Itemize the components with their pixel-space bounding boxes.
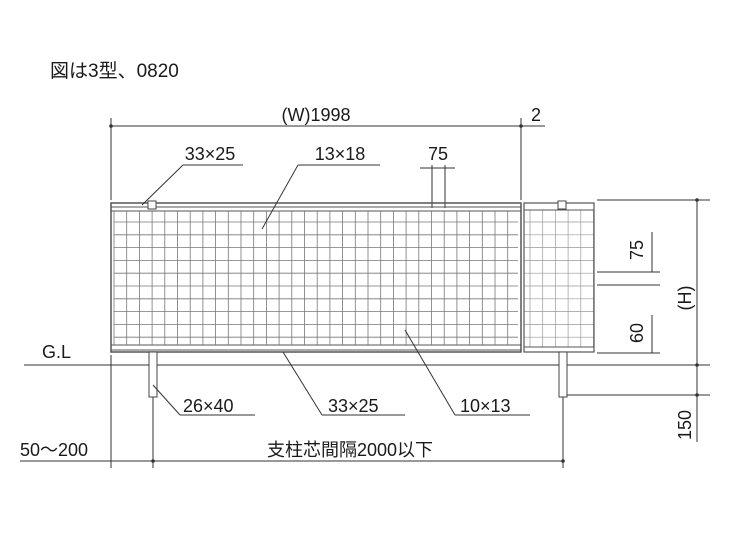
dimension-lines [20, 118, 710, 468]
drawing-note: 図は3型、0820 [50, 60, 179, 82]
bottom-frame-label: 33×25 [328, 396, 379, 416]
adjacent-panel [523, 202, 595, 353]
end-offset-label: 50〜200 [20, 440, 88, 460]
top-frame-label: 33×25 [185, 144, 236, 164]
gap-label: 2 [531, 105, 541, 125]
vertical-bar-label: 10×13 [460, 396, 511, 416]
pitch-top-label: 75 [428, 144, 448, 164]
fence-posts [147, 200, 568, 398]
height-label: (H) [675, 286, 695, 311]
fence-panel [110, 202, 594, 353]
mesh-label: 13×18 [315, 144, 366, 164]
bottom-offset-label: 60 [627, 323, 647, 343]
embed-depth-label: 150 [675, 410, 695, 440]
ground-label: G.L [42, 342, 71, 362]
post-spacing-label: 支柱芯間隔2000以下 [267, 440, 433, 460]
post-label: 26×40 [183, 396, 234, 416]
mesh-grid [113, 210, 594, 347]
leader-lines [141, 164, 530, 416]
width-label: (W)1998 [281, 105, 350, 125]
pitch-right-label: 75 [627, 240, 647, 260]
